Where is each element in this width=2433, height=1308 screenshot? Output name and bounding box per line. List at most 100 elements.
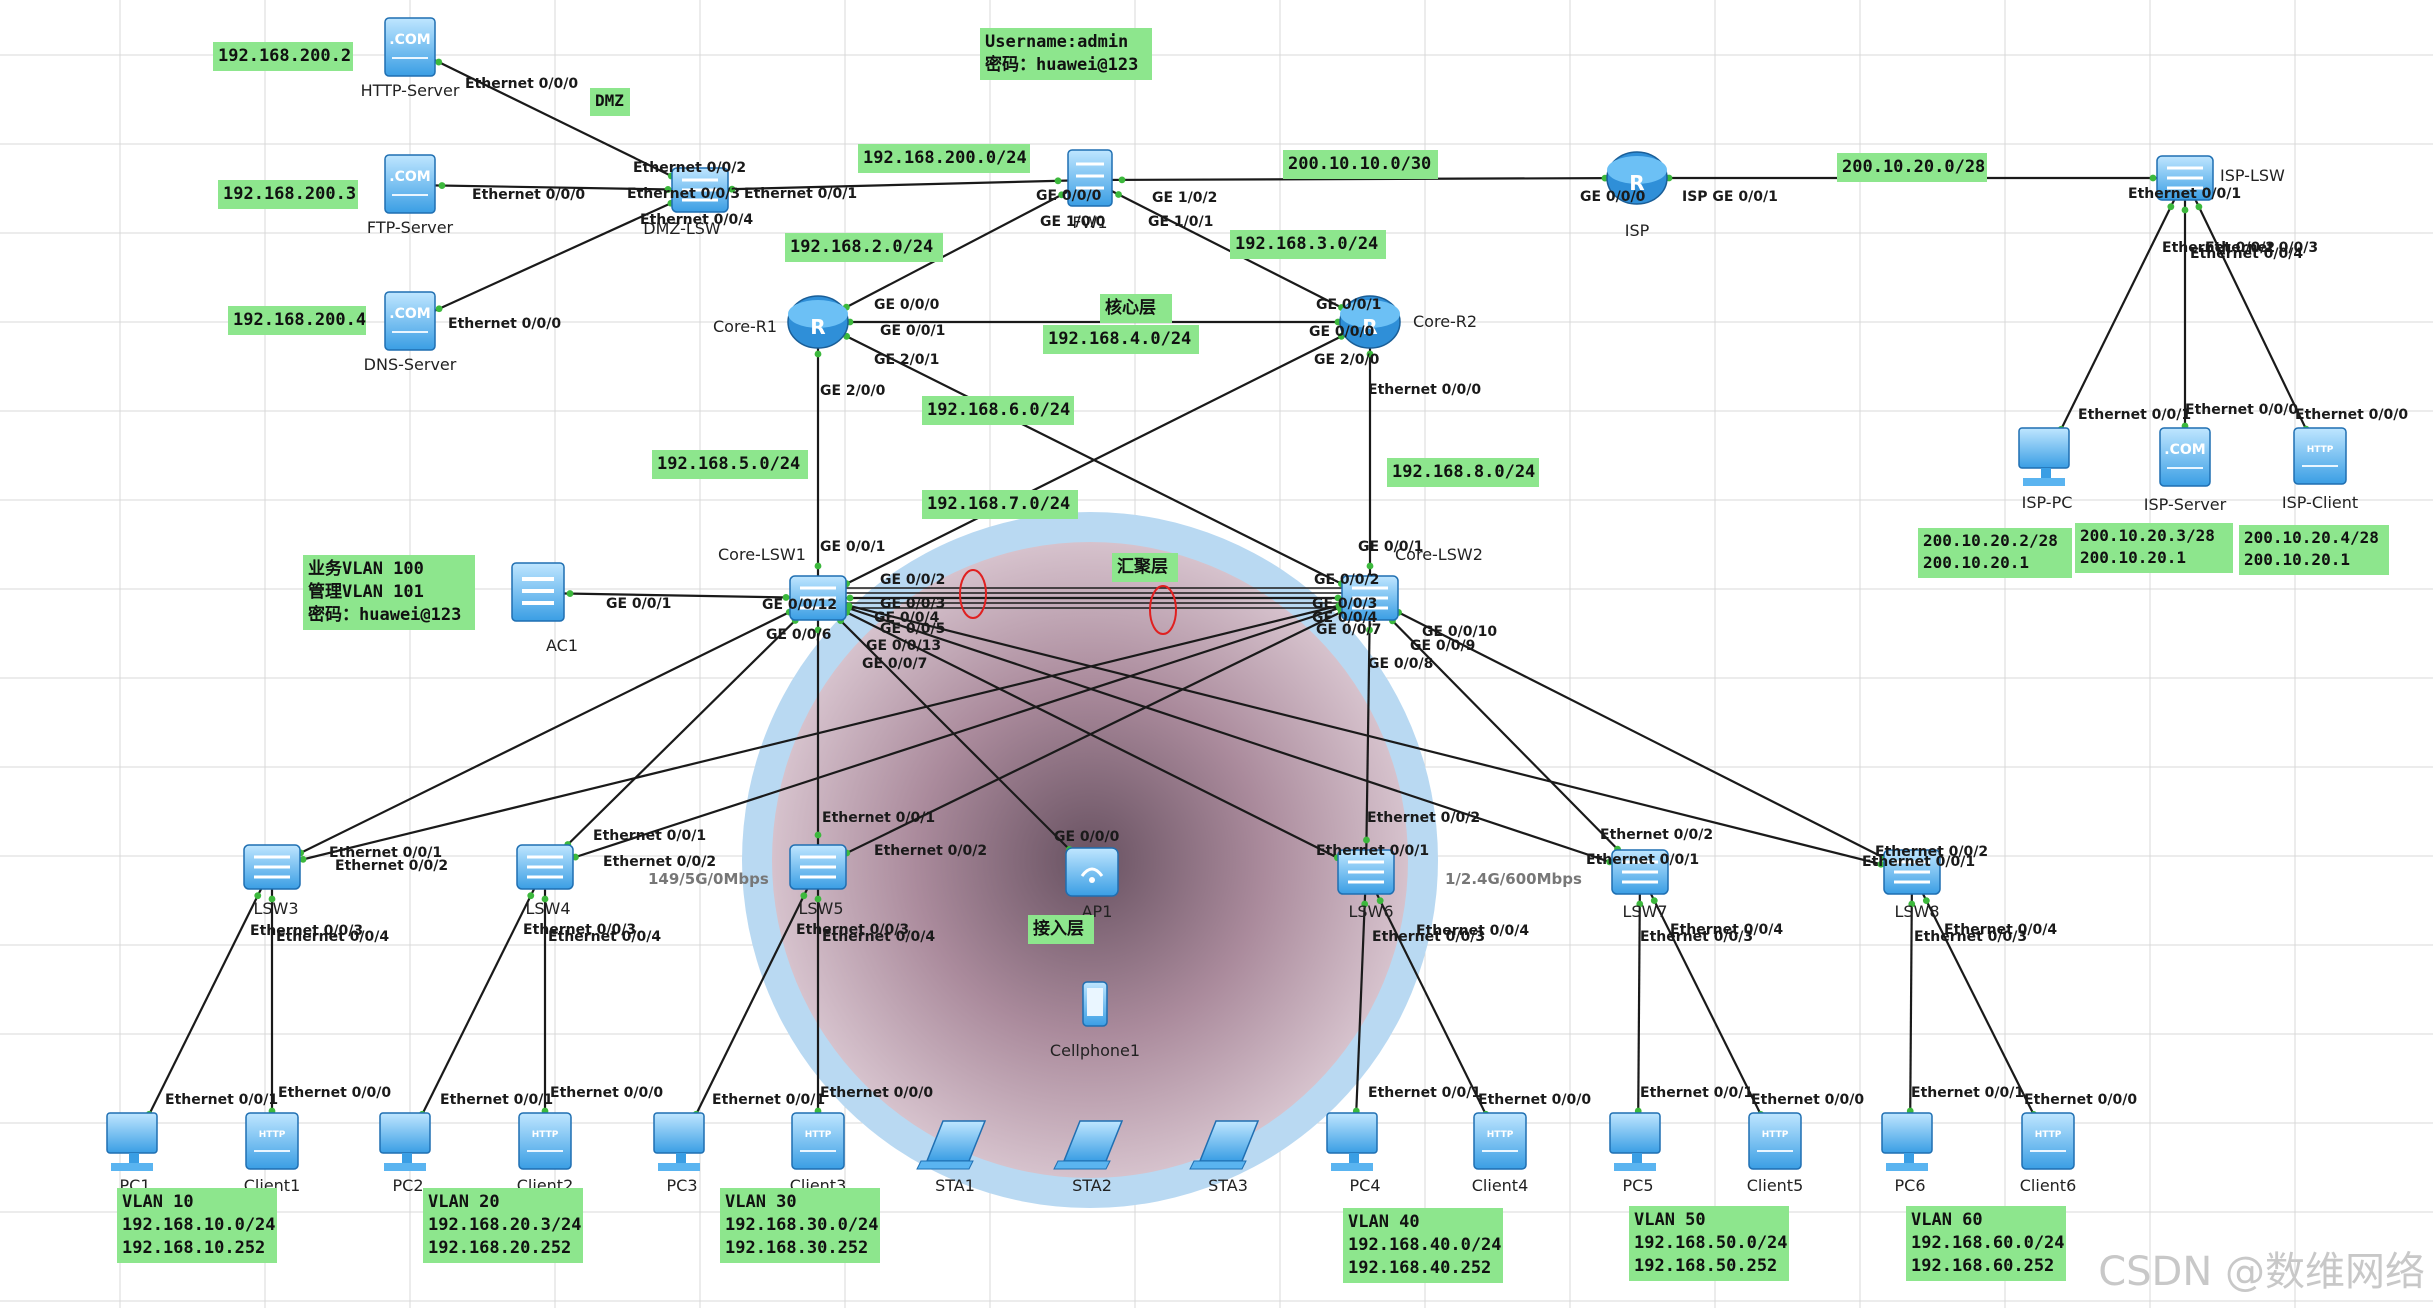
link-lsw7-client5 bbox=[1639, 871, 1776, 1144]
note-bg bbox=[1343, 1208, 1503, 1283]
note-bg bbox=[1918, 528, 2072, 578]
client-icon-text: HTTP bbox=[1487, 1130, 1514, 1140]
port-label: Ethernet 0/0/4 bbox=[2190, 246, 2303, 262]
device-label-http-server: HTTP-Server bbox=[361, 81, 460, 100]
note-text: 200.10.20.3/28 bbox=[2080, 526, 2215, 545]
eth-trunk-oval bbox=[1149, 585, 1177, 635]
port-label: GE 0/0/0 bbox=[1054, 829, 1120, 845]
note-text: Username:admin bbox=[985, 32, 1128, 52]
server-icon-text: .COM bbox=[389, 169, 430, 185]
device-isp-lsw: ISP-LSW bbox=[2156, 155, 2285, 201]
pc-base bbox=[2023, 478, 2065, 486]
note-text: 192.168.6.0/24 bbox=[927, 400, 1070, 420]
port-label: GE 0/0/3 bbox=[1312, 596, 1377, 612]
link-lsw3-pc1 bbox=[134, 866, 273, 1144]
link-speed-left: 149/5G/0Mbps bbox=[648, 870, 769, 888]
port-label: Ethernet 0/0/0 bbox=[278, 1085, 391, 1101]
server-icon bbox=[384, 291, 436, 351]
device-lsw7: LSW7 bbox=[1611, 849, 1669, 921]
port-label: GE 0/0/1 bbox=[880, 323, 945, 339]
port-label: Ethernet 0/0/4 bbox=[1416, 923, 1529, 939]
link-lsw8-pc6 bbox=[1908, 871, 1914, 1144]
note-net-dmz: 192.168.200.0/24 bbox=[858, 144, 1030, 173]
note-bg bbox=[1043, 325, 1199, 354]
device-label-pc2: PC2 bbox=[393, 1176, 424, 1195]
port-label: Ethernet 0/0/0 bbox=[2295, 407, 2408, 423]
port-label: Ethernet 0/0/4 bbox=[822, 929, 935, 945]
note-text: 192.168.40.0/24 bbox=[1348, 1235, 1502, 1255]
port-label: Ethernet 0/0/1 bbox=[593, 828, 706, 844]
note-ftp-ip: 192.168.200.3 bbox=[218, 180, 358, 209]
client-icon-text: HTTP bbox=[259, 1130, 286, 1140]
device-lsw3: LSW3 bbox=[243, 844, 301, 918]
note-bg bbox=[1629, 1206, 1789, 1281]
server-icon bbox=[2159, 427, 2211, 487]
server-icon-text: .COM bbox=[2164, 442, 2205, 458]
port-dot bbox=[1366, 350, 1374, 358]
port-label: Ethernet 0/0/0 bbox=[820, 1085, 933, 1101]
port-label: Ethernet 0/0/1 bbox=[329, 845, 442, 861]
server-icon bbox=[384, 17, 436, 77]
device-label-lsw8: LSW8 bbox=[1894, 902, 1939, 921]
device-core-lsw2: Core-LSW2 bbox=[1341, 545, 1483, 621]
pc-base bbox=[1331, 1163, 1373, 1171]
port-label: Ethernet 0/0/3 bbox=[627, 186, 740, 202]
port-dot bbox=[1650, 897, 1658, 905]
link-core_lsw2-lsw5 bbox=[817, 597, 1371, 868]
note-dns-ip: 192.168.200.4 bbox=[228, 306, 366, 335]
device-pc4: PC4 bbox=[1326, 1112, 1381, 1195]
server-icon-text: .COM bbox=[389, 32, 430, 48]
note-text: 接入层 bbox=[1033, 918, 1084, 939]
note-text: 192.168.60.252 bbox=[1911, 1256, 2054, 1276]
device-cellphone1: Cellphone1 bbox=[1050, 981, 1140, 1060]
note-net-r1-r2: 192.168.4.0/24 bbox=[1043, 325, 1199, 354]
port-dot bbox=[2181, 206, 2189, 214]
device-sta1: STA1 bbox=[916, 1120, 987, 1195]
router-top bbox=[788, 300, 848, 328]
port-dot bbox=[1908, 900, 1916, 908]
pc-stand bbox=[1632, 1153, 1642, 1163]
link-fw1-core_r1 bbox=[817, 179, 1091, 323]
device-pc3: PC3 bbox=[653, 1112, 705, 1195]
client-icon-text: HTTP bbox=[1762, 1130, 1789, 1140]
note-text: VLAN 30 bbox=[725, 1192, 797, 1212]
note-bg bbox=[590, 88, 630, 116]
port-label: Ethernet 0/0/0 bbox=[465, 76, 578, 92]
note-text: 192.168.50.252 bbox=[1634, 1256, 1777, 1276]
port-dot bbox=[1118, 176, 1126, 184]
pc-stand bbox=[2041, 468, 2051, 478]
port-label: Ethernet 0/0/2 bbox=[633, 160, 746, 176]
note-text: 200.10.20.2/28 bbox=[1923, 531, 2058, 550]
note-bg bbox=[1100, 294, 1172, 323]
port-dot bbox=[254, 892, 262, 900]
port-label: ISP GE 0/0/1 bbox=[1682, 189, 1778, 205]
note-text: 192.168.20.252 bbox=[428, 1238, 571, 1258]
link-lsw8-client6 bbox=[1911, 871, 2049, 1144]
note-text: VLAN 50 bbox=[1634, 1210, 1706, 1230]
pc-stand bbox=[402, 1153, 412, 1163]
device-label-isp: ISP bbox=[1625, 221, 1650, 240]
link-dns_server-dmz_lsw bbox=[409, 188, 701, 324]
device-label-lsw7: LSW7 bbox=[1622, 902, 1667, 921]
note-text: 192.168.7.0/24 bbox=[927, 494, 1070, 514]
link-lsw6-pc4 bbox=[1353, 871, 1368, 1144]
note-text: 192.168.60.0/24 bbox=[1911, 1233, 2065, 1253]
port-label: Ethernet 0/0/2 bbox=[335, 858, 448, 874]
link-core_lsw2-lsw3 bbox=[271, 596, 1371, 869]
client-icon-text: HTTP bbox=[805, 1130, 832, 1140]
port-dot bbox=[814, 350, 822, 358]
device-label-core-r1: Core-R1 bbox=[713, 317, 777, 336]
link-core_lsw2-lsw4 bbox=[544, 596, 1371, 869]
port-dot bbox=[1058, 191, 1066, 199]
pc-base bbox=[1886, 1163, 1928, 1171]
link-speed-right: 1/2.4G/600Mbps bbox=[1445, 870, 1582, 888]
port-label: Ethernet 0/0/4 bbox=[548, 929, 661, 945]
device-label-isp-lsw: ISP-LSW bbox=[2220, 166, 2285, 185]
